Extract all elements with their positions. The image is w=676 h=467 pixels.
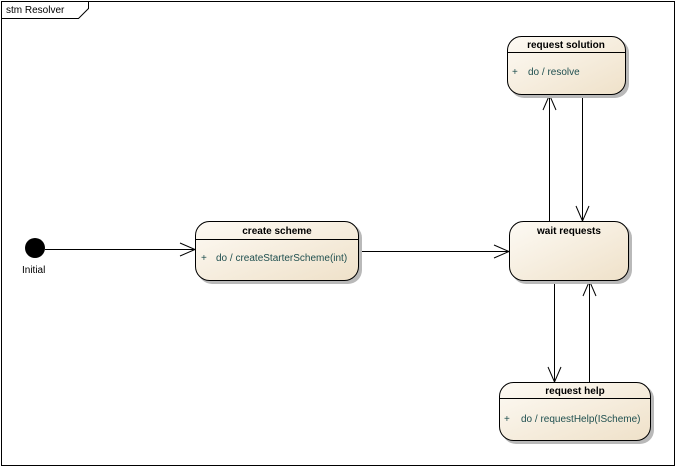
state-name-wait-requests: wait requests xyxy=(536,226,601,237)
behavior-plus-request-help: + xyxy=(504,414,510,425)
behavior-plus-request-solution: + xyxy=(512,67,518,78)
state-create-scheme[interactable]: create scheme + do / createStarterScheme… xyxy=(195,221,363,285)
initial-label: Initial xyxy=(22,265,45,276)
behavior-request-help: do / requestHelp(IScheme) xyxy=(521,414,641,425)
behavior-create-scheme: do / createStarterScheme(int) xyxy=(216,253,347,264)
state-name-create-scheme: create scheme xyxy=(242,226,312,237)
state-request-solution[interactable]: request solution + do / resolve xyxy=(507,36,630,99)
state-name-request-solution: request solution xyxy=(527,40,605,51)
state-name-request-help: request help xyxy=(545,386,604,397)
state-wait-requests[interactable]: wait requests xyxy=(509,221,633,285)
initial-node-dot[interactable] xyxy=(25,238,45,258)
state-request-help[interactable]: request help + do / requestHelp(IScheme) xyxy=(499,382,655,445)
initial-node[interactable]: Initial xyxy=(22,238,45,276)
behavior-request-solution: do / resolve xyxy=(528,67,580,78)
behavior-plus-create-scheme: + xyxy=(201,253,207,264)
frame-title: stm Resolver xyxy=(6,5,65,16)
